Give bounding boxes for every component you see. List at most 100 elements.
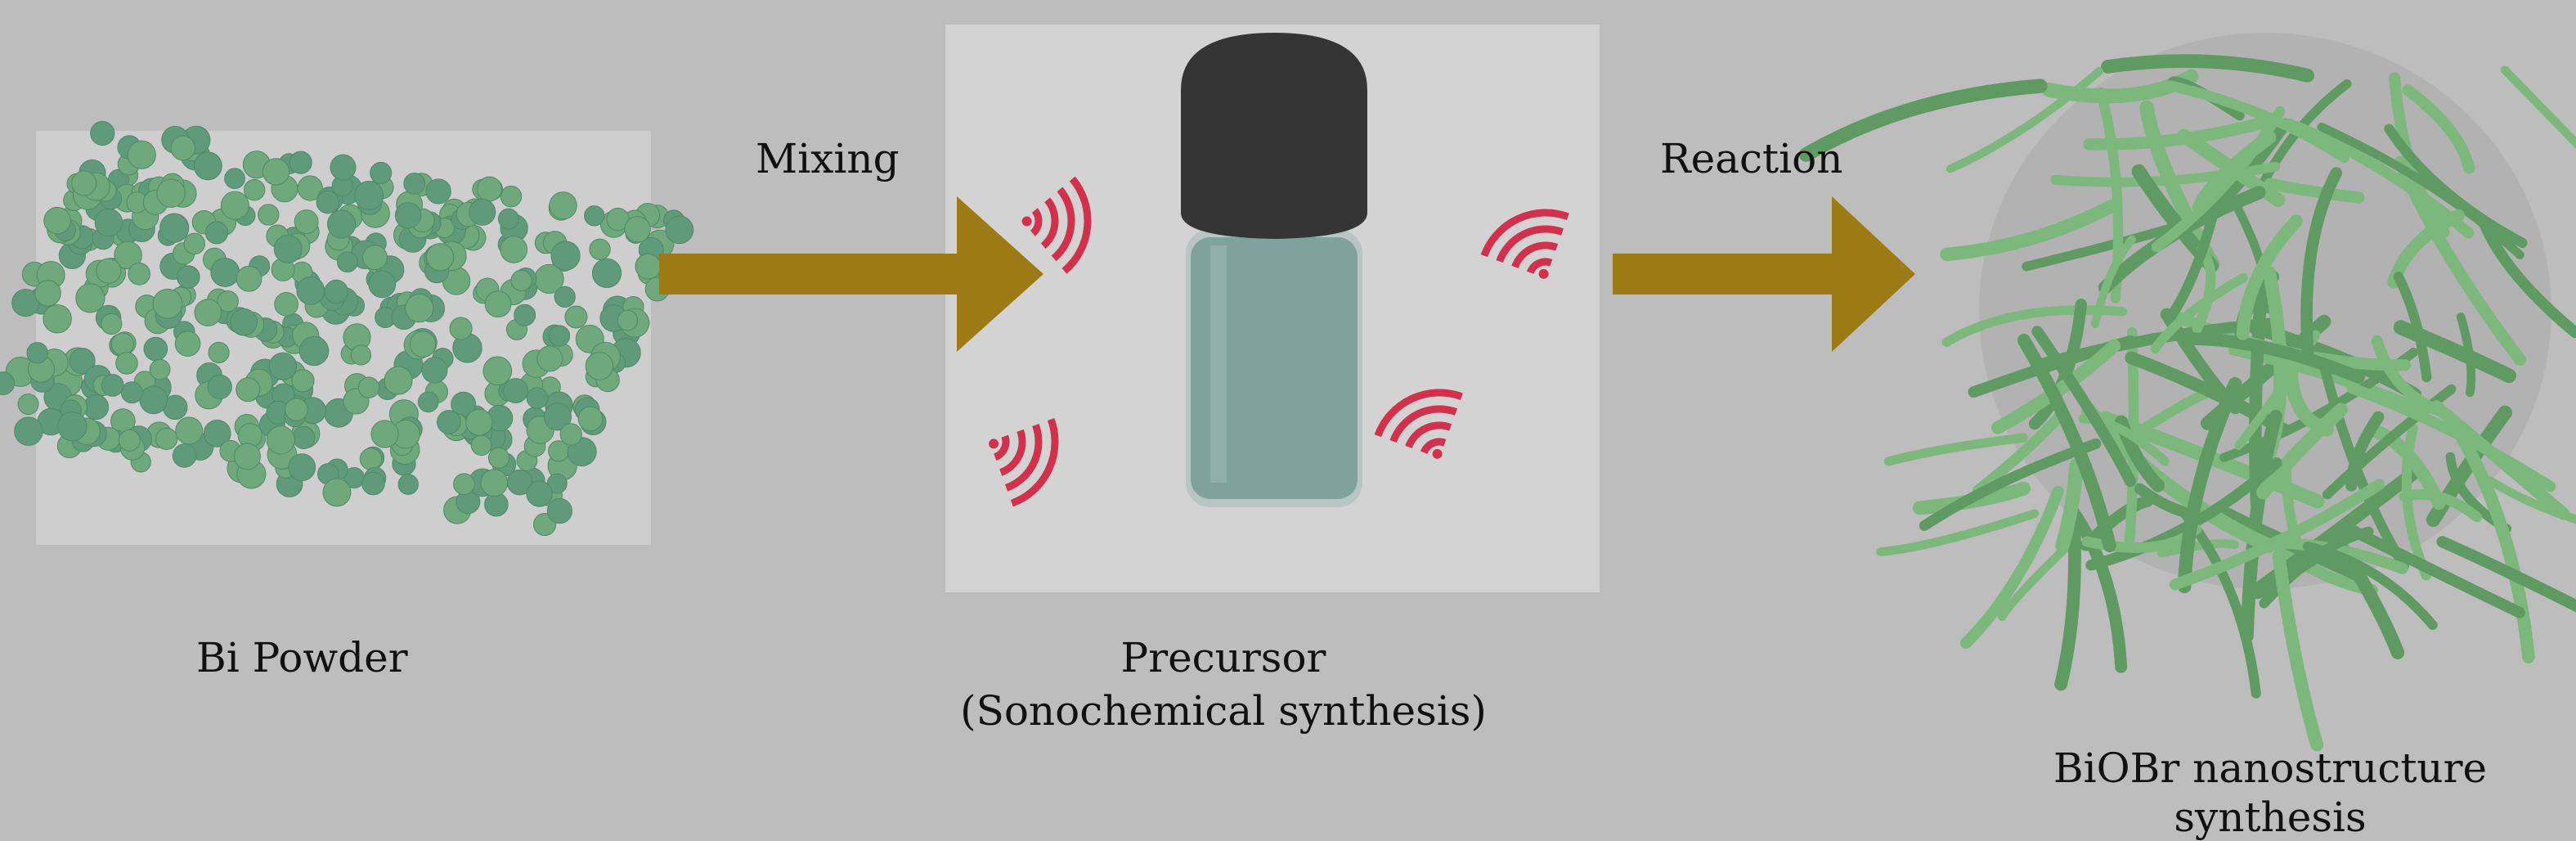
powder-particle xyxy=(361,471,385,496)
nanostructure-strand xyxy=(2017,334,2116,553)
powder-particle xyxy=(294,209,319,235)
powder-particle xyxy=(500,185,523,208)
powder-particle xyxy=(470,434,492,456)
powder-particle xyxy=(236,377,261,403)
powder-particle xyxy=(90,120,115,146)
nanostructure-strand xyxy=(2150,272,2248,354)
nanostructure-strand xyxy=(1991,339,2121,434)
powder-particle xyxy=(357,376,380,398)
powder-particle xyxy=(204,221,228,245)
powder-particle xyxy=(14,416,43,446)
powder-particle xyxy=(394,202,422,229)
powder-particle xyxy=(480,469,509,497)
nanostructure-strand xyxy=(2177,377,2242,594)
powder-particle xyxy=(174,331,201,357)
powder-particle xyxy=(127,140,156,169)
powder-particle xyxy=(477,176,502,202)
nanostructure-strand xyxy=(2371,335,2449,419)
powder-particle xyxy=(397,474,419,495)
powder-particle xyxy=(514,304,536,326)
powder-particle xyxy=(465,408,493,436)
powder-particle xyxy=(149,358,171,380)
powder-particle xyxy=(589,238,611,260)
powder-particle xyxy=(324,279,348,304)
wave-icon xyxy=(1480,209,1569,279)
powder-particle xyxy=(421,357,448,384)
nanostructure-strand xyxy=(2500,65,2576,150)
powder-particle xyxy=(110,332,134,356)
powder-particle xyxy=(71,170,97,196)
powder-particle xyxy=(208,341,230,364)
powder-particle xyxy=(405,294,434,323)
mixing-label: Mixing xyxy=(756,135,900,182)
powder-particle xyxy=(128,263,151,286)
nanostructure-strand xyxy=(2399,489,2483,523)
powder-particle xyxy=(584,205,605,227)
nanostructure-strand xyxy=(2031,326,2136,488)
powder-particle xyxy=(564,305,588,329)
nanostructure-strand xyxy=(2264,178,2365,204)
nanostructure-strand xyxy=(2090,235,2137,328)
powder-particle xyxy=(482,356,513,386)
vial-illustration xyxy=(1181,33,1367,507)
wave-icon xyxy=(1021,176,1092,274)
powder-particle xyxy=(285,398,308,421)
powder-particle xyxy=(115,352,138,375)
wave-icon xyxy=(989,418,1059,507)
powder-particle xyxy=(350,344,372,366)
nanostructure-strand xyxy=(2256,403,2348,500)
nanostructure-strand xyxy=(2300,167,2343,360)
powder-particle xyxy=(362,245,388,271)
powder-particle xyxy=(368,270,397,299)
nanostructure-strand xyxy=(2449,420,2535,663)
powder-particle xyxy=(0,371,16,395)
powder-particle xyxy=(26,342,48,364)
powder-particle xyxy=(176,265,200,289)
nanostructure-strand xyxy=(2139,100,2220,272)
powder-particle xyxy=(17,394,39,416)
nanostructure-strand xyxy=(2236,214,2303,340)
powder-particle xyxy=(487,447,509,469)
powder-particle xyxy=(69,348,96,375)
precursor-sub-label: (Sonochemical synthesis) xyxy=(960,687,1487,735)
powder-particle xyxy=(617,309,639,331)
powder-particle xyxy=(548,325,571,347)
powder-particle xyxy=(175,416,204,445)
nanostructure-strand xyxy=(1997,537,2076,622)
nanostructure-strand xyxy=(1798,79,2048,162)
nanostructure-strand xyxy=(2347,382,2556,492)
powder-particle xyxy=(258,204,280,226)
powder-particle xyxy=(159,213,190,243)
powder-particle xyxy=(118,429,141,452)
nanostructure-strand xyxy=(2478,217,2576,339)
powder-particle xyxy=(203,419,231,447)
powder-particle xyxy=(210,258,240,287)
powder-particle xyxy=(43,304,72,334)
powder-particle xyxy=(437,410,461,434)
powder-particle xyxy=(288,453,316,482)
nanostructure-strand xyxy=(2101,54,2315,83)
powder-particle xyxy=(417,391,439,413)
powder-particle xyxy=(224,168,245,189)
nanostructure-strand xyxy=(1876,509,2040,557)
mixing-arrow xyxy=(659,196,1043,352)
powder-particle xyxy=(403,173,426,195)
nanostructure-strand xyxy=(1940,199,2118,261)
powder-particle xyxy=(591,258,622,288)
powder-particle xyxy=(526,387,549,409)
powder-particle xyxy=(266,425,295,455)
powder-particle xyxy=(156,178,186,208)
powder-particle xyxy=(469,198,496,226)
precursor-label: Precursor xyxy=(1120,634,1326,681)
powder-particle xyxy=(624,216,651,243)
powder-particle xyxy=(549,191,577,220)
nanostructure-strand xyxy=(2342,522,2526,618)
wave-icon xyxy=(1374,389,1463,459)
product-label: BiOBr nanostructure xyxy=(2053,744,2488,792)
nanostructure-strand xyxy=(2169,479,2385,591)
nanostructure-strand xyxy=(2055,458,2084,554)
powder-particle xyxy=(193,151,222,181)
powder-particle xyxy=(194,299,222,326)
nanostructure-strand xyxy=(2393,272,2432,383)
powder-particle xyxy=(43,206,71,235)
